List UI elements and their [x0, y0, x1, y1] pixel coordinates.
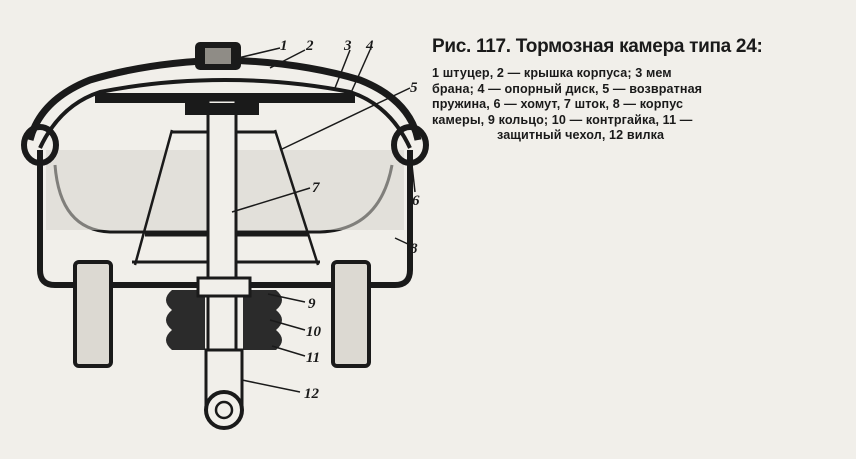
clamp-right — [391, 124, 429, 166]
leader-7 — [231, 187, 311, 213]
caption-line: пружина, 6 — хомут, 7 шток, 8 — корпус — [432, 97, 684, 111]
figure-label-4: 4 — [365, 38, 374, 54]
leader-4 — [349, 49, 371, 96]
caption-line: 1 штуцер, 2 — крышка корпуса; 3 мем — [432, 66, 672, 80]
protective-boot-left — [166, 290, 205, 350]
caption-line: камеры, 9 кольцо; 10 — контргайка, 11 — — [432, 112, 693, 127]
figure-label-12: 12 — [304, 386, 320, 402]
caption-line: брана; 4 — опорный диск, 5 — возвратная — [432, 81, 703, 96]
figure-label-9: 9 — [308, 296, 316, 312]
protective-boot-right — [243, 290, 282, 350]
rod-nut-top — [185, 103, 259, 115]
figure-label-7: 7 — [312, 180, 320, 196]
leader-8 — [394, 237, 411, 246]
membrane — [38, 77, 412, 149]
support-disc — [95, 93, 355, 103]
leader-11 — [271, 345, 306, 357]
return-spring — [133, 129, 320, 266]
leader-2 — [269, 49, 306, 69]
caption-title: Рис. 117. Тормозная камера типа 24: — [432, 36, 763, 57]
leader-10 — [269, 319, 306, 331]
figure-label-10: 10 — [306, 324, 322, 340]
figure-label-11: 11 — [306, 350, 320, 366]
figure-label-6: 6 — [412, 193, 420, 209]
caption-line: защитный чехол, 12 вилка — [497, 128, 665, 142]
leader-5 — [279, 87, 411, 151]
leader-9 — [267, 293, 306, 303]
figure-label-1: 1 — [280, 38, 288, 54]
figure-label-3: 3 — [343, 38, 352, 54]
clamp-left — [21, 124, 59, 166]
leader-12 — [241, 379, 301, 393]
mount-bolt-left — [73, 260, 113, 368]
brake-chamber-drawing: 1 2 3 4 5 6 7 8 9 10 11 12 — [21, 38, 429, 430]
leader-1 — [237, 47, 281, 59]
figure-caption: Рис. 117. Тормозная камера типа 24: 1 шт… — [432, 36, 842, 144]
mount-bolt-right — [331, 260, 371, 368]
leader-3 — [334, 49, 351, 89]
yoke-pin — [214, 400, 234, 420]
leader-6 — [411, 164, 416, 193]
figure-label-2: 2 — [305, 38, 314, 54]
figure-label-5: 5 — [410, 80, 418, 96]
figure-label-8: 8 — [410, 241, 418, 257]
push-rod — [206, 98, 238, 362]
fitting-bore — [205, 48, 231, 64]
yoke-eye — [204, 390, 244, 430]
lock-nut — [196, 276, 252, 298]
